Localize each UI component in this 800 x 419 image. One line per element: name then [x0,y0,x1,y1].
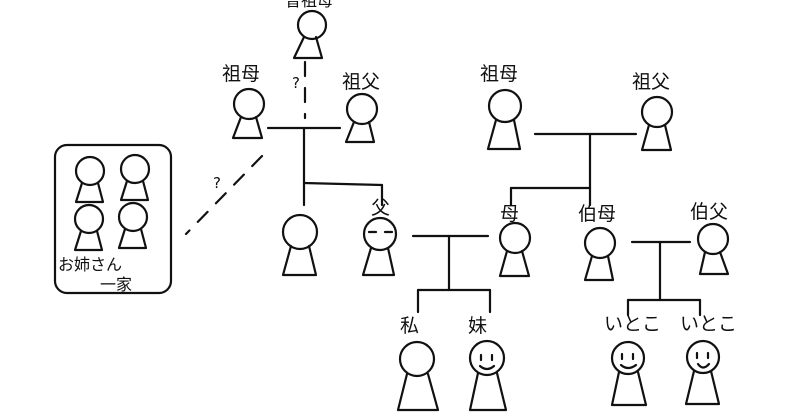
label-grandmother-left: 祖母 [222,63,260,85]
person-grandfather-left: 祖父 [342,71,380,144]
label-sister-family: お姉さん [58,255,122,274]
label-father: 父 [371,197,390,219]
label-me: 私 [400,315,419,337]
qmark-vertical: ? [292,74,300,92]
person-grandmother-left: 祖母 [222,63,266,140]
uncertain-link-diagonal [184,154,264,236]
label-sister: 妹 [468,315,487,337]
person-younger-sister: 妹 [468,315,508,412]
person-cousin-2: いとこ [680,313,737,406]
person-grandfather-right: 祖父 [632,71,674,152]
person-uncle: 伯父 [690,201,730,276]
label-uncle: 伯父 [690,201,728,223]
label-mother: 母 [500,203,519,225]
label-grandfather-right: 祖父 [632,71,670,93]
person-aunt-father-side [281,213,319,277]
person-cousin-1: いとこ [604,313,661,407]
label-cousin-1: いとこ [604,313,661,335]
box-sister-family: お姉さん 一家 [53,143,173,295]
label-grandmother-right: 祖母 [480,63,518,85]
person-top-ancestor: 曾祖母 [285,0,333,60]
person-father: 父 [361,197,398,277]
person-aunt: 伯母 [578,203,617,282]
person-grandmother-right: 祖母 [480,63,523,151]
label-cousin-2: いとこ [680,313,737,335]
person-mother: 母 [498,203,532,278]
person-me: 私 [396,315,440,412]
label-top-ancestor: 曾祖母 [285,0,333,10]
label-sister-family-2: 一家 [100,275,132,294]
label-grandfather-left: 祖父 [342,71,380,93]
qmark-diagonal: ? [213,174,221,192]
label-aunt: 伯母 [578,203,616,225]
